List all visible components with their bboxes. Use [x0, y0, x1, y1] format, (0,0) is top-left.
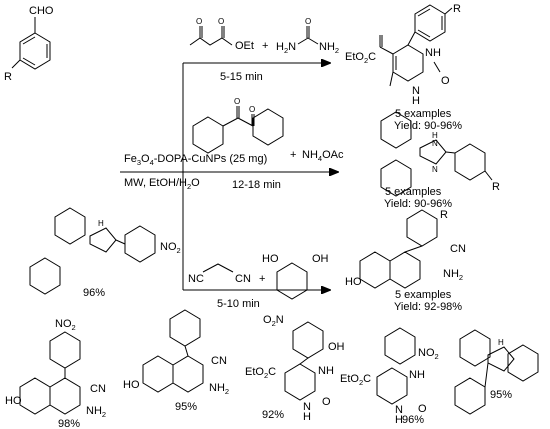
ex1-yield: 96%: [83, 287, 105, 299]
top-time: 5-15 min: [220, 71, 263, 83]
dhpm-o-label: O: [441, 75, 450, 87]
catalyst-conditions: Fe3O4-DOPA-CuNPs (25 mg) MW, EtOH/H2O: [124, 153, 267, 191]
benzil-o2: O: [249, 105, 255, 114]
ex4-n: N: [303, 401, 311, 413]
ex1-no2: NO2: [160, 241, 181, 255]
mn-cn: CN: [235, 273, 251, 285]
ex2-ho: HO: [5, 395, 22, 407]
imid-r-label: R: [492, 181, 500, 193]
top-plus: +: [262, 40, 268, 52]
chrom-r-label: R: [440, 209, 448, 221]
middle-examples: 5 examples: [385, 186, 442, 198]
ex3-ho: HO: [123, 379, 140, 391]
ex4-yield: 92%: [262, 409, 284, 421]
ex2-cn: CN: [90, 383, 106, 395]
catalyst-line2: MW, EtOH/H2O: [124, 177, 200, 191]
bottom-reagent-resorcinol: HO OH: [262, 253, 329, 300]
ex2-nh2: NH2: [86, 405, 106, 419]
bottom-examples: 5 examples: [395, 289, 452, 301]
chrom-ho-label: HO: [345, 276, 362, 288]
middle-reagent-benzil: O O: [192, 97, 284, 154]
ex4-nh: NH: [318, 365, 334, 377]
ester-oet-label: OEt: [235, 40, 254, 52]
bottom-time: 5-10 min: [217, 298, 260, 310]
catalyst-line1: Fe3O4-DOPA-CuNPs (25 mg): [124, 153, 267, 167]
example-imidazole-triphenyl: H 95%: [454, 329, 539, 415]
urea-nh2: NH2: [319, 41, 339, 55]
example-imidazole-nitro: H NO2 96%: [29, 207, 181, 299]
chrom-cn-label: CN: [450, 243, 466, 255]
urea-o: O: [305, 17, 311, 26]
res-ho: HO: [262, 253, 279, 265]
ex6-yield: 95%: [490, 389, 512, 401]
ex5-n: N: [395, 404, 403, 416]
benzil-o1: O: [234, 97, 240, 106]
ex3-cn: CN: [211, 355, 227, 367]
ex4-oh: OH: [328, 341, 345, 353]
ex5-yield: 96%: [402, 414, 424, 426]
ex5-h: H: [395, 414, 403, 426]
example-dhpm-hydroxy: O2N OH NH EtO2C O N H 92%: [245, 314, 345, 423]
chrom-nh2-label: NH2: [443, 268, 463, 282]
top-examples: 5 examples: [395, 108, 452, 120]
aldehyde-r-label: R: [4, 71, 12, 83]
arrow-system: [120, 63, 338, 290]
example-chromene-phenyl: CN HO NH2 95%: [123, 309, 229, 413]
dhpm-r-label: R: [453, 3, 461, 15]
res-oh: OH: [312, 253, 329, 265]
top-reagent-urea: H2N O NH2: [276, 17, 339, 55]
ex1-h: H: [98, 219, 104, 228]
aldehyde-cho-label: CHO: [29, 5, 54, 17]
example-dhpm-nitro: NO2 NH EtO2C O N H 96%: [340, 327, 439, 426]
ex5-etoc: EtO2C: [340, 373, 371, 387]
ex4-etoc: EtO2C: [245, 366, 276, 380]
bottom-product-chromene: R CN HO NH2 5 examples Yield: 92-98%: [345, 209, 466, 313]
ex2-no2: NO2: [55, 318, 76, 332]
ex6-h: H: [498, 338, 504, 347]
middle-yield: Yield: 90-96%: [384, 198, 452, 210]
bottom-yield: Yield: 92-98%: [394, 301, 462, 313]
imid-n-top: N: [432, 139, 438, 148]
top-yield: Yield: 90-96%: [394, 120, 462, 132]
ex4-h: H: [303, 411, 311, 423]
dhpm-etoc: EtO2C: [345, 51, 376, 65]
ex5-o: O: [418, 403, 427, 415]
ex4-o: O: [322, 396, 331, 408]
imid-h: H: [432, 131, 438, 140]
ex2-yield: 98%: [58, 418, 80, 429]
middle-product-imidazole: H N N R 5 examples Yield: 90-96%: [380, 111, 500, 210]
urea-h2n: H2N: [276, 41, 296, 55]
dhpm-nh-label: NH: [425, 47, 441, 59]
dhpm-n-label: N: [412, 85, 420, 97]
bottom-plus: +: [259, 273, 265, 285]
top-reagent-ethyl-acetoacetate: O O OEt +: [189, 17, 268, 52]
ex5-no2: NO2: [418, 347, 439, 361]
aldehyde-structure: CHO R: [4, 5, 54, 83]
ex3-nh2: NH2: [209, 382, 229, 396]
ketone-o: O: [196, 17, 202, 26]
bottom-reagent-malononitrile: NC CN: [188, 263, 251, 285]
top-product-dhpm: R NH O N H EtO2C 5 examples Yield: 90-96…: [345, 3, 462, 132]
ex5-nh: NH: [409, 369, 425, 381]
ester-o: O: [218, 17, 224, 26]
ammonium-acetate: NH4OAc: [302, 149, 344, 163]
imid-n-bot: N: [432, 165, 438, 174]
middle-time: 12-18 min: [232, 179, 281, 191]
example-chromene-nitro: NO2 CN HO NH2 98%: [5, 318, 106, 429]
dhpm-h-label: H: [412, 95, 420, 107]
mn-nc: NC: [188, 273, 204, 285]
ex3-yield: 95%: [175, 401, 197, 413]
ex4-o2n: O2N: [263, 314, 284, 328]
middle-plus: +: [290, 149, 296, 161]
